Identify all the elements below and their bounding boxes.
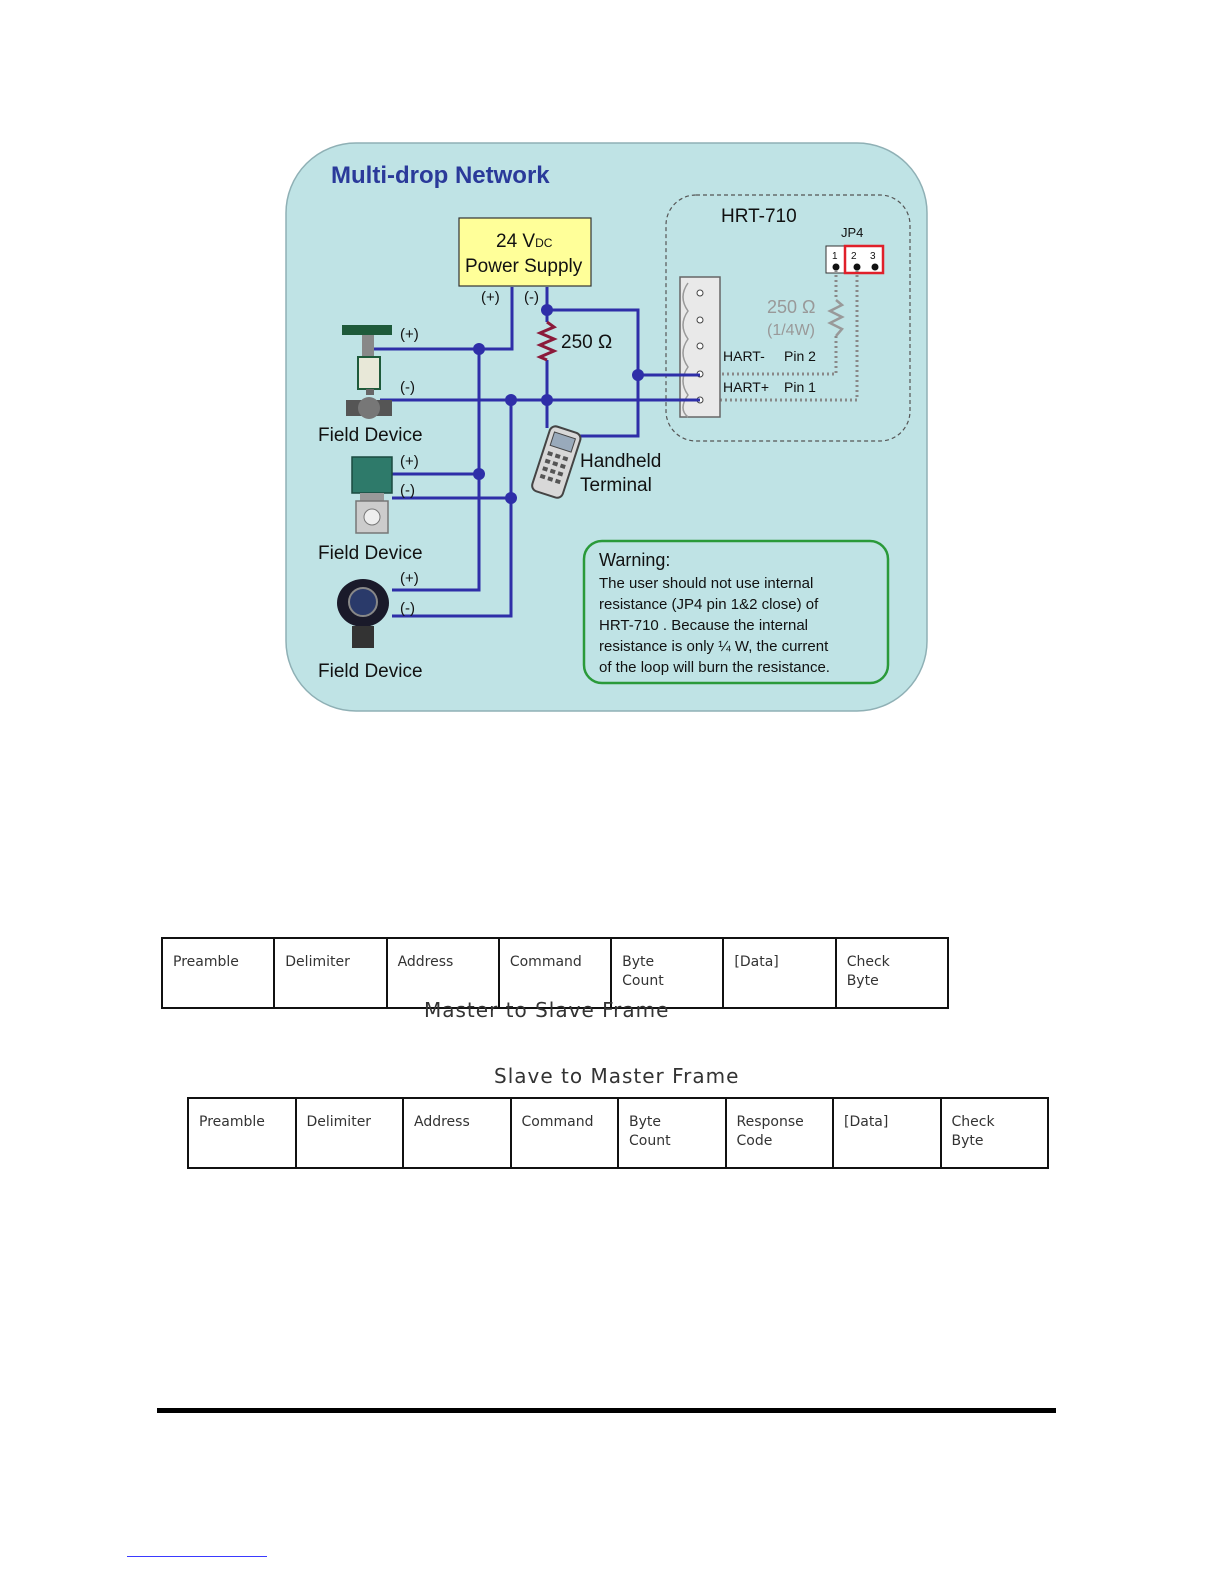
- master-field-command: Command: [497, 937, 613, 1009]
- master-frame-table: Preamble Delimiter Address Command Byte …: [160, 937, 950, 1009]
- slave-frame-table: Preamble Delimiter Address Command Byte …: [187, 1097, 1049, 1169]
- master-field-check-byte: Check Byte: [834, 937, 950, 1009]
- slave-field-command: Command: [509, 1097, 619, 1169]
- warning-title: Warning:: [599, 550, 670, 570]
- slave-frame-caption: Slave to Master Frame: [494, 1064, 740, 1088]
- loop-wiring: [372, 287, 700, 618]
- power-supply-minus: (-): [524, 289, 539, 306]
- jp4-pin-3: [871, 263, 879, 271]
- wire-junctions: [473, 304, 644, 504]
- field-device-1-minus: (-): [400, 379, 415, 396]
- external-resistor-value: 250 Ω: [561, 332, 612, 353]
- diagram-title: Multi-drop Network: [331, 162, 550, 189]
- field-device-2-minus: (-): [400, 482, 415, 499]
- warning-line-4: resistance is only ¼ W, the current: [599, 638, 829, 655]
- master-field-address: Address: [385, 937, 500, 1009]
- slave-field-byte-count: Byte Count: [617, 1097, 727, 1169]
- pressure-transmitter-icon: [351, 456, 393, 534]
- power-supply-box: [458, 217, 592, 287]
- jp4-pin-3-label: 3: [870, 251, 876, 262]
- slave-field-preamble: Preamble: [187, 1097, 297, 1169]
- slave-field-data: [Data]: [832, 1097, 942, 1169]
- internal-resistor-power: (1/4W): [767, 322, 815, 339]
- field-device-3-minus: (-): [400, 600, 415, 617]
- warning-line-3: HRT-710 . Because the internal: [599, 617, 808, 634]
- pin2-label: Pin 2: [784, 348, 816, 364]
- external-resistor-icon: [536, 320, 558, 362]
- jp4-pin-1: [832, 263, 840, 271]
- slave-field-response-code: Response Code: [724, 1097, 834, 1169]
- multidrop-network-diagram: Multi-drop Network HRT-710 JP4 1 2 3 250…: [285, 142, 928, 712]
- field-device-3-plus: (+): [400, 570, 419, 587]
- pin1-label: Pin 1: [784, 379, 816, 395]
- jp4-label: JP4: [841, 225, 863, 240]
- field-device-3-label: Field Device: [318, 661, 423, 682]
- valve-icon: [342, 325, 392, 419]
- field-device-1-plus: (+): [400, 326, 419, 343]
- power-supply-voltage: 24 VDC: [496, 231, 553, 252]
- power-supply-plus: (+): [481, 289, 500, 306]
- terminal-block-icon: [679, 276, 721, 418]
- master-frame-caption: Master to Slave Frame: [424, 998, 670, 1022]
- slave-frame-row: Preamble Delimiter Address Command Byte …: [187, 1097, 1049, 1169]
- internal-dotted-wiring: [712, 270, 859, 402]
- hart-minus-label: HART-: [723, 348, 765, 364]
- warning-box: [582, 539, 890, 685]
- master-frame-row: Preamble Delimiter Address Command Byte …: [160, 937, 950, 1009]
- jp4-pin-2-label: 2: [851, 251, 857, 262]
- diagram-panel: [285, 142, 928, 712]
- footer-link-underline: [127, 1556, 267, 1557]
- hart-plus-label: HART+: [723, 379, 769, 395]
- field-device-2-label: Field Device: [318, 543, 423, 564]
- slave-field-delimiter: Delimiter: [294, 1097, 404, 1169]
- hrt-710-label: HRT-710: [721, 206, 797, 227]
- handheld-terminal-icon: [531, 425, 582, 499]
- hrt-710-region: [665, 194, 911, 442]
- master-field-preamble: Preamble: [160, 937, 276, 1009]
- power-supply-label: Power Supply: [465, 256, 583, 277]
- jp4-pin-1-label: 1: [832, 251, 838, 262]
- transmitter-icon: [337, 579, 389, 648]
- slave-field-address: Address: [402, 1097, 512, 1169]
- slave-field-check-byte: Check Byte: [939, 1097, 1049, 1169]
- warning-line-2: resistance (JP4 pin 1&2 close) of: [599, 596, 819, 613]
- master-field-delimiter: Delimiter: [273, 937, 388, 1009]
- handheld-label-line2: Terminal: [580, 475, 652, 496]
- field-device-1-label: Field Device: [318, 425, 423, 446]
- warning-line-1: The user should not use internal: [599, 575, 813, 592]
- footer-rule: [157, 1408, 1056, 1413]
- internal-resistor-value: 250 Ω: [767, 297, 816, 317]
- warning-line-5: of the loop will burn the resistance.: [599, 659, 830, 676]
- master-field-data: [Data]: [722, 937, 837, 1009]
- internal-resistor-icon: [827, 299, 845, 337]
- field-device-2-plus: (+): [400, 453, 419, 470]
- jp4-pin-2: [853, 263, 861, 271]
- jp4-jumper-highlight: [843, 244, 885, 275]
- master-field-byte-count: Byte Count: [610, 937, 725, 1009]
- handheld-label-line1: Handheld: [580, 451, 661, 472]
